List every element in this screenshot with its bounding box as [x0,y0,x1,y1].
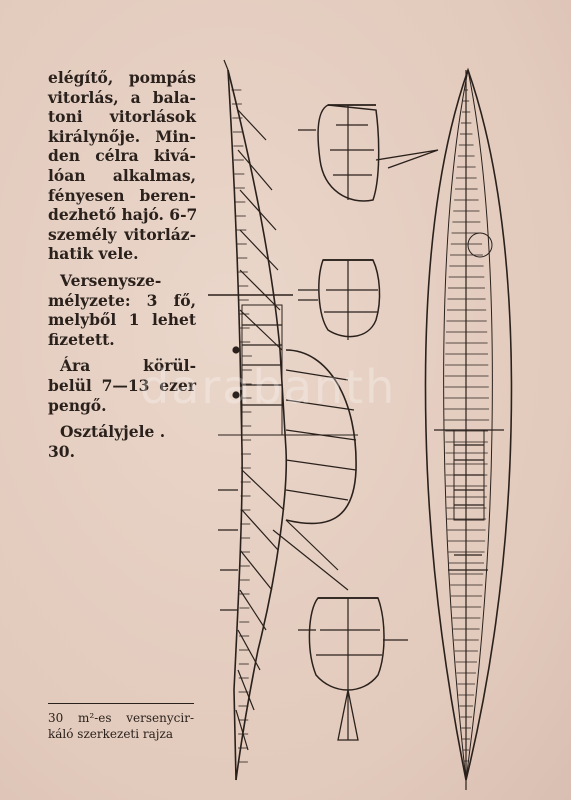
top-plan-view [424,67,513,790]
description-text: elégítő, pompás vitorlás, a bala- toni v… [48,68,198,468]
caption-line: káló szerkezeti rajza [48,727,173,741]
text-line: fizetett. [48,329,115,349]
cross-section-3 [298,597,408,741]
caption-line: 30 m²-es versenycir- [48,711,194,725]
paragraph-2: Versenysze- mélyzete: 3 fő, melyből 1 le… [48,271,196,349]
cross-section-2 [298,259,381,340]
plan-view-ribs [444,89,490,762]
caption-rule [48,703,194,704]
paragraph-3: Ára körül- belül 7—13 ezer pengő. [48,356,196,415]
text-line: mélyzete: 3 fő, [48,290,196,310]
watermark: darabanth [140,360,397,414]
cross-section-1 [298,104,439,202]
boat-construction-drawing [208,59,513,790]
text-line: den célra kivá- [48,146,196,166]
figure-caption: 30 m²-es versenycir- káló szerkezeti raj… [48,703,194,742]
text-line: személy vitorláz- [48,224,196,244]
text-line: fényesen beren- [48,185,196,205]
text-line: melyből 1 lehet [48,310,196,330]
side-profile [208,59,358,781]
paragraph-1: elégítő, pompás vitorlás, a bala- toni v… [48,68,198,264]
text-line: Ára körül- [60,356,196,376]
text-line: belül 7—13 ezer [48,375,196,395]
text-line: 30. [48,441,75,461]
text-line: Osztályjele . [60,422,166,442]
text-line: vitorlás, a bala- [48,87,196,107]
profile-view-ribs [231,89,252,763]
text-line: hatik vele. [48,244,139,264]
text-line: toni vitorlások [48,107,196,127]
paragraph-4: Osztályjele . 30. [48,422,196,461]
text-line: királynője. Min- [48,126,196,146]
text-line: elégítő, pompás [48,68,196,87]
text-line: Versenysze- [60,270,162,290]
text-line: dezhető hajó. 6-7 [48,205,198,225]
text-line: lóan alkalmas, [48,165,196,185]
text-line: pengő. [48,395,107,415]
